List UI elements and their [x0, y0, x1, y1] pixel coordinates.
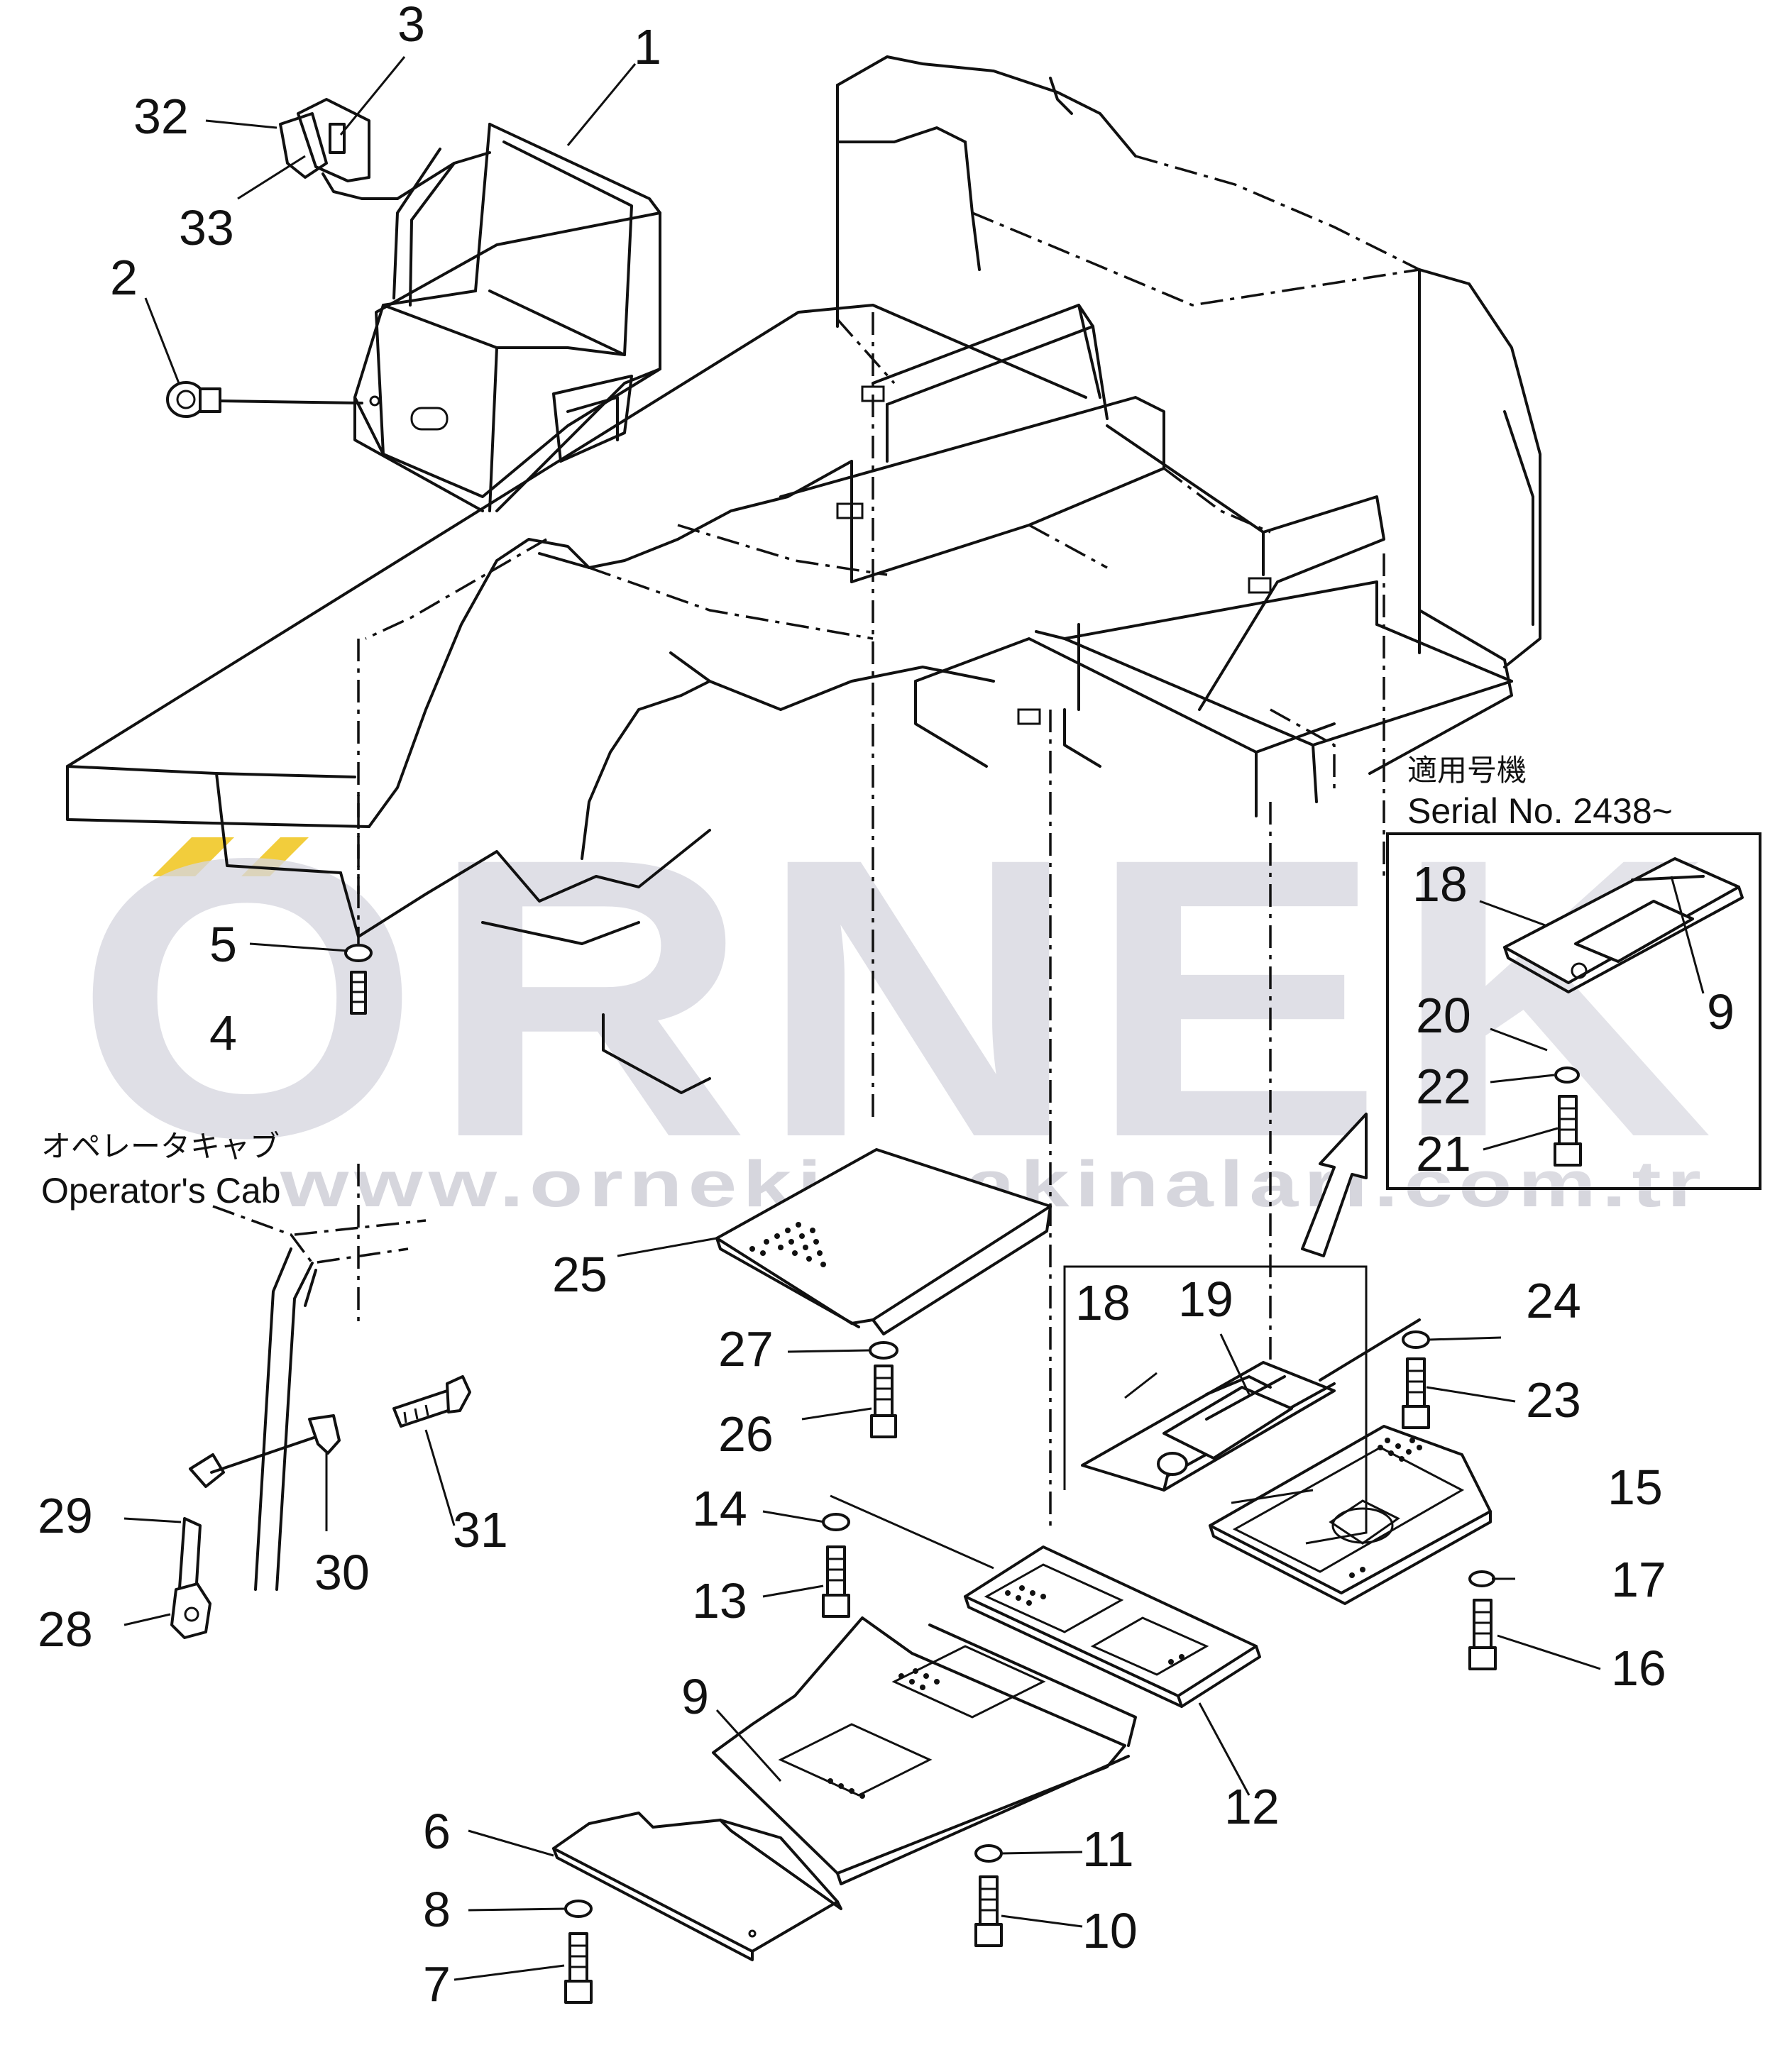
- callout-8: 8: [423, 1882, 451, 1937]
- floor-plate-25: [715, 1148, 1052, 1438]
- handrail-parts: [170, 1205, 471, 1639]
- watermark-brand: ORNEK: [75, 776, 1721, 1220]
- callout-25: 25: [552, 1247, 608, 1302]
- leader-lines: [123, 56, 1705, 1981]
- callout-7: 7: [423, 1956, 451, 2012]
- bolts-lower: [564, 1513, 1003, 2004]
- callout-12: 12: [1224, 1779, 1280, 1834]
- inset-title-en: Serial No. 2438~: [1407, 791, 1673, 831]
- callout-23: 23: [1526, 1372, 1581, 1428]
- callout-4: 4: [209, 1005, 237, 1061]
- callout-31: 31: [453, 1502, 508, 1558]
- callout-6: 6: [423, 1804, 451, 1859]
- floor-plate-6: [552, 1812, 842, 1961]
- callout-10: 10: [1082, 1903, 1138, 1958]
- callout-17: 17: [1611, 1552, 1666, 1607]
- callout-13: 13: [692, 1573, 747, 1628]
- callout-19: 19: [1178, 1272, 1233, 1327]
- arrow-to-inset: [1301, 1113, 1368, 1257]
- callout-15: 15: [1607, 1460, 1663, 1515]
- watermark: ORNEK www.ornekismakinalari.com.tr: [75, 776, 1721, 1220]
- lamp-part: [166, 381, 363, 418]
- bolt-4-5: [344, 944, 373, 1015]
- cab-note-en: Operator's Cab: [41, 1171, 280, 1211]
- cab-note-jp: オペレータキャブ: [41, 1129, 280, 1164]
- callout-29: 29: [38, 1488, 93, 1543]
- callout-3: 3: [397, 0, 425, 52]
- inset-callout-21: 21: [1416, 1126, 1471, 1181]
- inset-callout-18: 18: [1412, 856, 1468, 912]
- floor-plate-15: [1209, 1425, 1497, 1670]
- callout-9: 9: [681, 1669, 709, 1724]
- callout-16: 16: [1611, 1641, 1666, 1696]
- inset-box: 適用号機 Serial No. 2438~: [1386, 753, 1761, 1190]
- callout-18: 18: [1075, 1275, 1131, 1330]
- callout-33: 33: [179, 200, 234, 255]
- vent-holes-25: [749, 1222, 826, 1267]
- callout-27: 27: [718, 1321, 774, 1377]
- revolving-frame: [66, 55, 1541, 1526]
- operator-cab-assembly: [279, 98, 661, 512]
- inset-callout-22: 22: [1416, 1059, 1471, 1114]
- callout-26: 26: [718, 1406, 774, 1462]
- watermark-accent-mark: [153, 837, 234, 876]
- callout-28: 28: [38, 1602, 93, 1657]
- callout-11: 11: [1082, 1821, 1134, 1877]
- inset-callout-20: 20: [1416, 988, 1471, 1043]
- inset-title-jp: 適用号機: [1407, 753, 1527, 788]
- inset-callout-9: 9: [1707, 984, 1735, 1040]
- callout-24: 24: [1526, 1273, 1581, 1328]
- callout-14: 14: [692, 1481, 747, 1536]
- callout-labels: 1 2 3 32 33 5 4 25 27 26 14 13 18 19 24 …: [38, 0, 1735, 2012]
- floor-plate-9: [712, 1616, 1137, 1885]
- callout-2: 2: [110, 250, 138, 305]
- plate-18-19: [1063, 1265, 1430, 1545]
- callout-32: 32: [133, 89, 189, 144]
- callout-1: 1: [634, 19, 661, 75]
- floor-plate-12: [964, 1545, 1261, 1708]
- callout-30: 30: [314, 1545, 370, 1600]
- callout-5: 5: [209, 917, 237, 972]
